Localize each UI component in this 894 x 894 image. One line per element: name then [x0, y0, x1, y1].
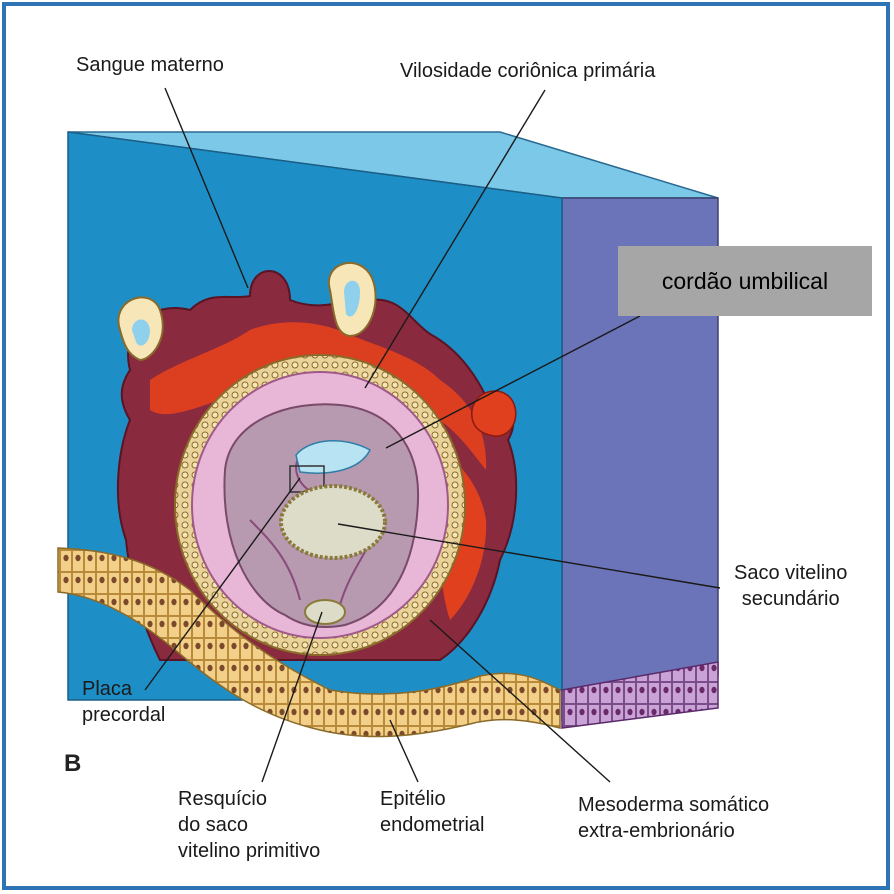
callout-cordao-umbilical: cordão umbilical — [618, 246, 872, 316]
label-sangue-materno: Sangue materno — [76, 52, 224, 78]
label-epitelio: Epitélio endometrial — [380, 786, 485, 838]
panel-letter: B — [64, 750, 81, 778]
secondary-yolk-sac — [281, 486, 385, 558]
label-mesoderma: Mesoderma somático extra-embrionário — [578, 792, 769, 844]
label-placa-precordal: Placa precordal — [82, 676, 165, 728]
label-resquicio: Resquício do saco vitelino primitivo — [178, 786, 320, 864]
primitive-yolk-sac-remnant — [305, 600, 345, 624]
maternal-capillary-right — [472, 391, 516, 436]
label-vilosidade-corionica: Vilosidade coriônica primária — [400, 58, 655, 84]
label-saco-vitelino: Saco vitelino secundário — [734, 560, 847, 612]
